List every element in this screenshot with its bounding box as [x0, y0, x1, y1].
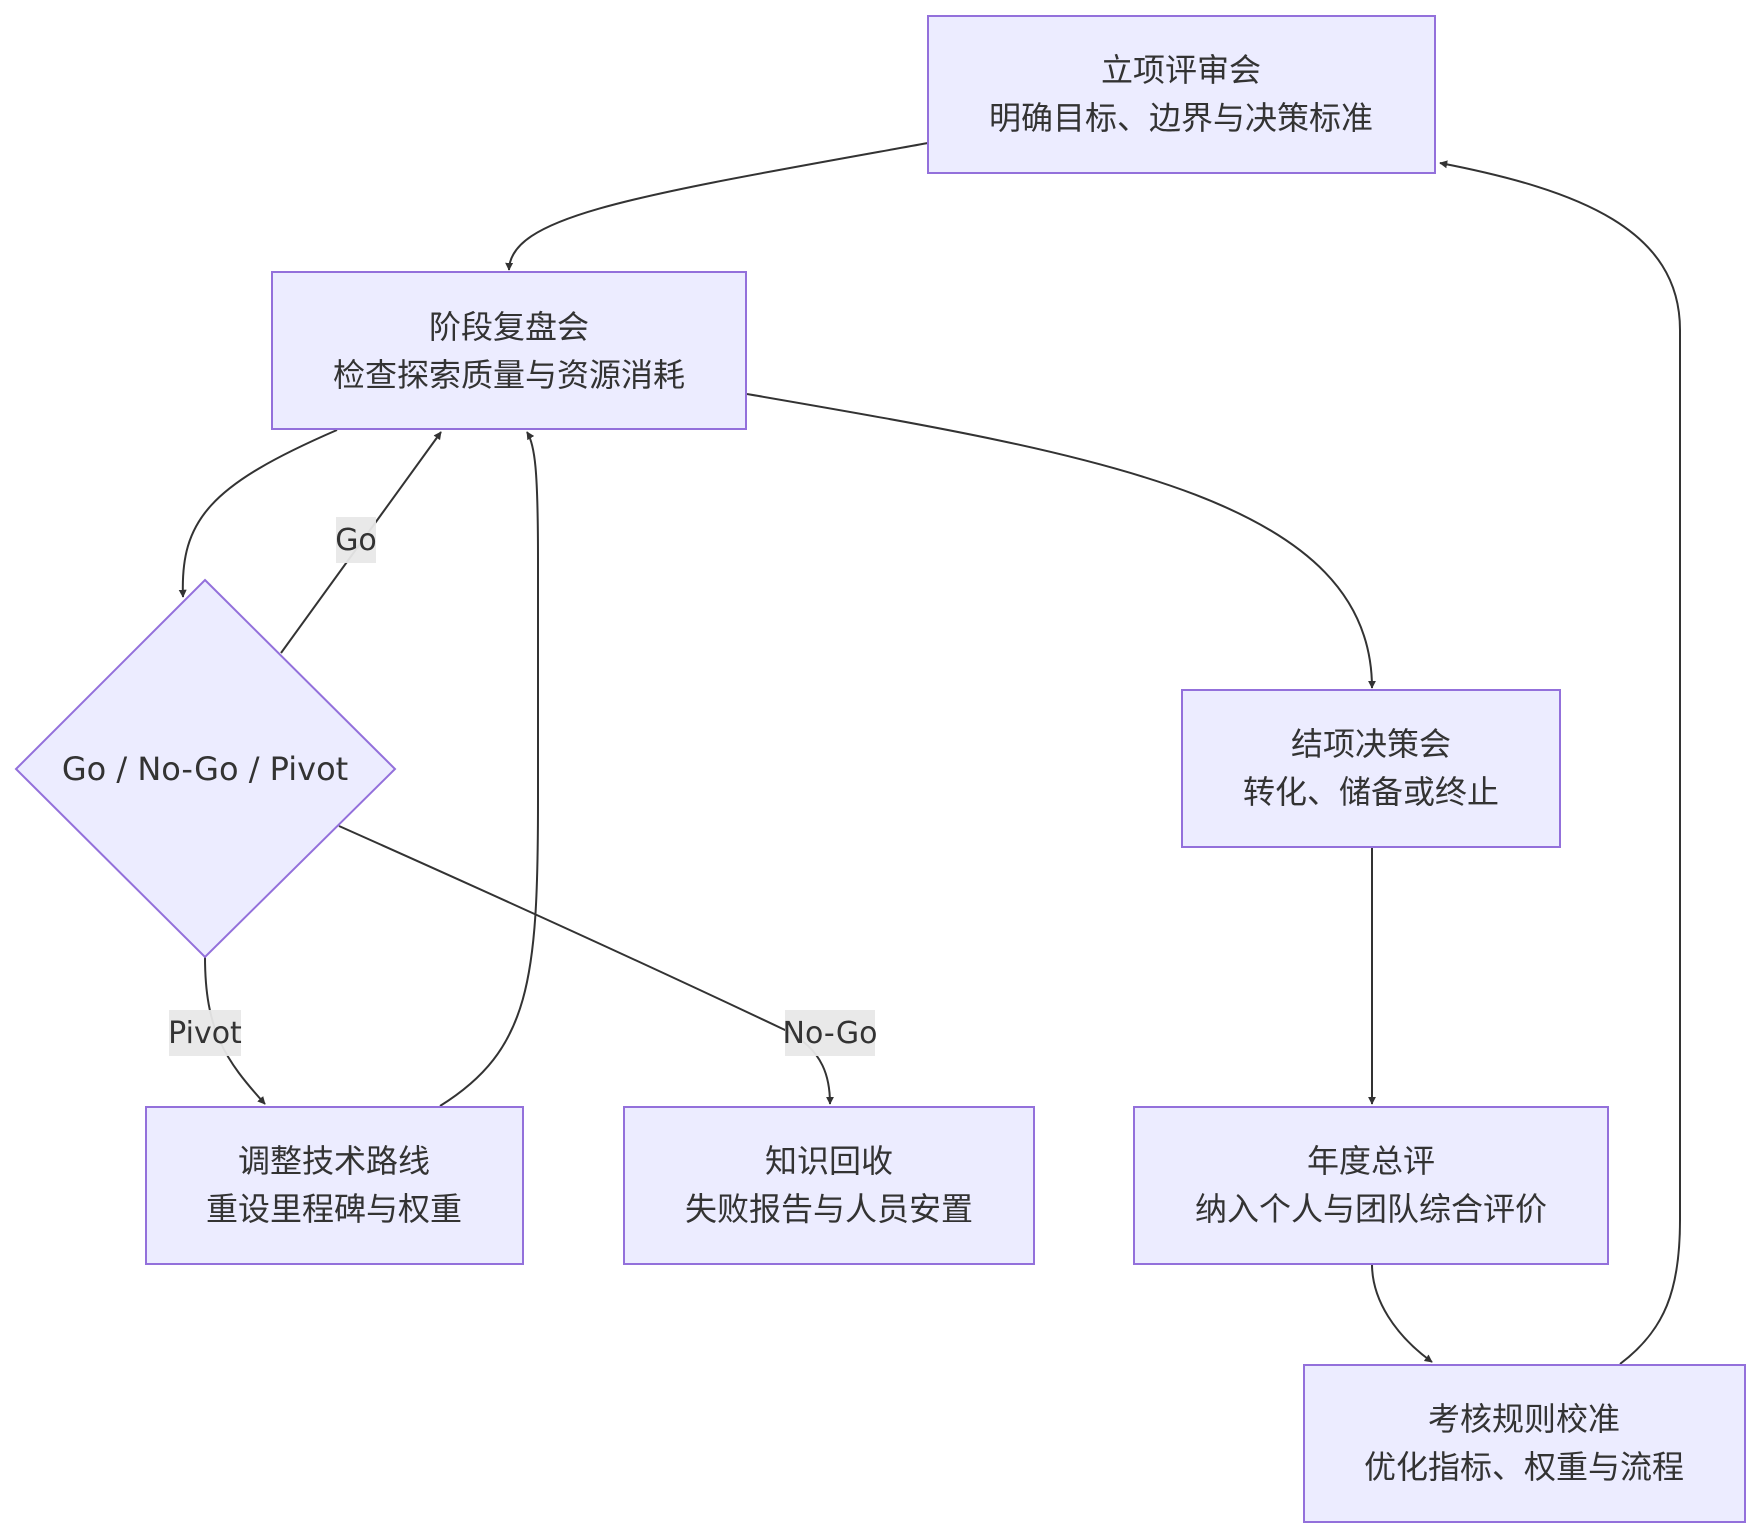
node-calibration-title: 考核规则校准 [1428, 1400, 1620, 1438]
node-decision[interactable]: Go / No-Go / Pivot [14, 578, 397, 959]
node-closure-subtitle: 转化、储备或终止 [1243, 773, 1499, 811]
node-adjust-subtitle: 重设里程碑与权重 [206, 1190, 462, 1228]
node-stage-review[interactable]: 阶段复盘会 检查探索质量与资源消耗 [271, 271, 747, 430]
edge-label-go-text: Go [335, 523, 377, 558]
node-annual-subtitle: 纳入个人与团队综合评价 [1195, 1190, 1547, 1228]
node-knowledge-title: 知识回收 [765, 1142, 893, 1180]
node-annual[interactable]: 年度总评 纳入个人与团队综合评价 [1133, 1106, 1609, 1265]
edge-label-nogo: No-Go [783, 1010, 878, 1056]
node-knowledge-subtitle: 失败报告与人员安置 [685, 1190, 973, 1228]
node-approval-subtitle: 明确目标、边界与决策标准 [989, 99, 1373, 137]
edge-label-nogo-text: No-Go [783, 1016, 878, 1051]
node-stage-review-box [271, 271, 747, 430]
edge-label-go-bg [336, 517, 376, 563]
node-calibration-box [1303, 1364, 1746, 1523]
node-calibration-subtitle: 优化指标、权重与流程 [1364, 1448, 1684, 1486]
edge-labels: Go Pivot No-Go [168, 517, 877, 1056]
node-annual-title: 年度总评 [1307, 1142, 1435, 1180]
node-approval-title: 立项评审会 [1101, 51, 1261, 89]
edge-label-go: Go [335, 517, 377, 563]
node-adjust-title: 调整技术路线 [238, 1142, 430, 1180]
node-decision-diamond [14, 578, 397, 959]
edge-label-nogo-bg [785, 1010, 875, 1056]
node-knowledge-box [623, 1106, 1035, 1265]
node-adjust-box [145, 1106, 524, 1265]
edge-decision-nogo-to-knowledge [338, 825, 834, 1105]
node-closure-box [1181, 689, 1561, 848]
node-annual-box [1133, 1106, 1609, 1265]
edge-annual-to-calibration [1371, 1263, 1433, 1363]
node-approval-box [927, 15, 1436, 174]
edge-approval-to-stage-review [505, 142, 929, 271]
edge-label-pivot: Pivot [168, 1010, 242, 1056]
node-closure-title: 结项决策会 [1291, 725, 1451, 763]
node-closure[interactable]: 结项决策会 转化、储备或终止 [1181, 689, 1561, 848]
node-calibration[interactable]: 考核规则校准 优化指标、权重与流程 [1303, 1364, 1746, 1523]
edge-stage-review-to-closure [746, 393, 1376, 689]
node-knowledge[interactable]: 知识回收 失败报告与人员安置 [623, 1106, 1035, 1265]
node-stage-review-subtitle: 检查探索质量与资源消耗 [333, 356, 685, 394]
edge-calibration-to-approval [1439, 160, 1681, 1365]
node-adjust[interactable]: 调整技术路线 重设里程碑与权重 [145, 1106, 524, 1265]
edge-label-pivot-text: Pivot [168, 1016, 242, 1051]
edge-adjust-to-stage-review [439, 431, 539, 1107]
node-approval[interactable]: 立项评审会 明确目标、边界与决策标准 [927, 15, 1436, 174]
node-decision-label: Go / No-Go / Pivot [62, 750, 348, 788]
edge-label-pivot-bg [169, 1010, 241, 1056]
edge-stage-review-to-decision [178, 429, 338, 598]
node-stage-review-title: 阶段复盘会 [429, 308, 589, 346]
